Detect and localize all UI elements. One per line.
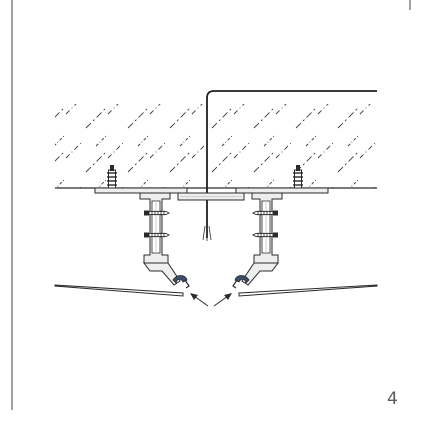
push-arrow-left-icon: [190, 293, 209, 307]
profile-bridge: [177, 192, 245, 201]
screw-icon: [143, 210, 170, 216]
false-ceiling-panel-left: [54, 284, 184, 297]
page-frame: [11, 0, 411, 410]
push-arrow-right-icon: [213, 293, 232, 307]
aluminium-profile-left: [139, 192, 181, 286]
false-ceiling-panel-right: [238, 284, 378, 297]
cable-wires: [202, 225, 212, 241]
mounting-plate-left: [94, 187, 188, 194]
screw-icon: [252, 210, 279, 216]
spring-clip-icon: [232, 274, 250, 289]
step-number: 4: [387, 389, 398, 409]
power-cable: [206, 90, 377, 238]
screw-icon: [143, 232, 170, 238]
mounting-plate-right: [235, 187, 329, 194]
screw-icon: [252, 232, 279, 238]
ceiling-slab: [55, 104, 377, 189]
spring-clip-icon: [172, 274, 190, 289]
aluminium-profile-right: [241, 192, 283, 286]
